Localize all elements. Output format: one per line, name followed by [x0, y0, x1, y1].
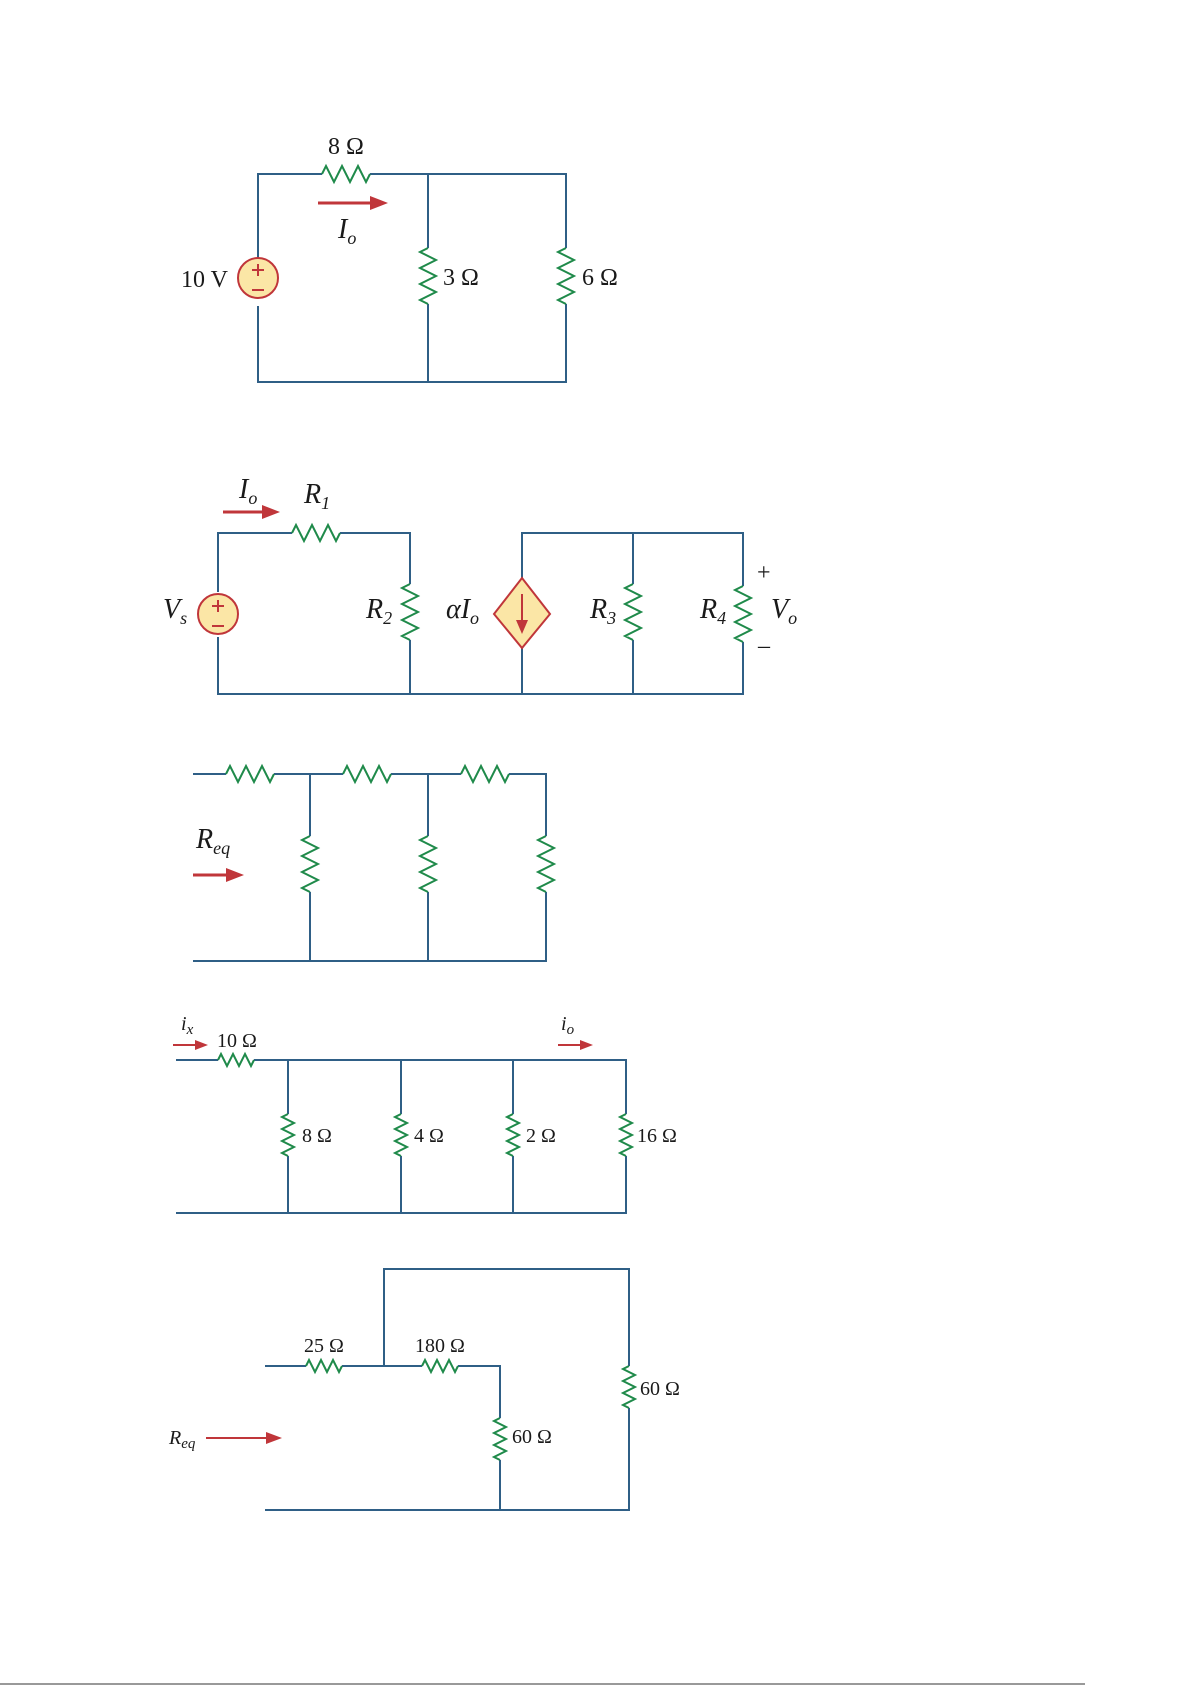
- c4-label-2ohm: 2 Ω: [526, 1125, 556, 1147]
- c5-label-req: Req: [168, 1427, 196, 1452]
- c5-label-60ohm-mid: 60 Ω: [512, 1426, 552, 1448]
- c4-label-8ohm: 8 Ω: [302, 1125, 332, 1147]
- c1-resistor-3: [420, 248, 436, 304]
- c2-resistor-r4: [735, 586, 751, 642]
- c2-wire-top-to-r2: [340, 533, 410, 584]
- c1-label-8ohm: 8 Ω: [328, 134, 364, 160]
- circuit-5: 25 Ω 180 Ω 60 Ω 60 Ω Req: [168, 1269, 680, 1510]
- c3-wire-top-4: [509, 774, 546, 836]
- c3-req-arrow: [193, 868, 244, 882]
- c4-resistor-2: [507, 1114, 519, 1156]
- c4-label-ix: ix: [181, 1013, 194, 1038]
- c5-resistor-180: [422, 1360, 458, 1372]
- c2-label-plus: +: [757, 560, 771, 586]
- c5-wire-bottom: [265, 1408, 629, 1510]
- c1-current-arrow: [318, 196, 388, 210]
- circuit-3: Req: [193, 766, 554, 961]
- c5-label-60ohm-right: 60 Ω: [640, 1378, 680, 1400]
- c5-req-arrow: [206, 1432, 282, 1444]
- c5-label-25ohm: 25 Ω: [304, 1335, 344, 1357]
- c4-label-10ohm: 10 Ω: [217, 1030, 257, 1052]
- c1-wire-bottom: [258, 304, 566, 382]
- c2-label-io: Io: [238, 474, 257, 508]
- c4-resistor-4: [395, 1114, 407, 1156]
- circuit-4: ix io 10 Ω 8 Ω 4 Ω 2 Ω 16 Ω: [173, 1013, 677, 1213]
- c4-resistor-16: [620, 1114, 632, 1156]
- c2-label-r4: R4: [699, 594, 726, 628]
- c1-voltage-source: [238, 258, 278, 298]
- c3-resistor-top-3: [461, 766, 509, 782]
- c2-dependent-current-source: [494, 578, 550, 648]
- c2-label-r3: R3: [589, 594, 616, 628]
- c3-resistor-top-2: [343, 766, 391, 782]
- c1-label-10v: 10 V: [181, 267, 229, 293]
- c4-io-arrow: [558, 1040, 593, 1050]
- c2-label-vo: Vo: [771, 594, 797, 628]
- circuit-1: 8 Ω 3 Ω 6 Ω 10 V Io: [181, 134, 618, 382]
- c1-label-6ohm: 6 Ω: [582, 265, 618, 291]
- circuit-2: Io R1 R2 R3 R4 Vs αIo Vo + –: [163, 474, 797, 694]
- c2-wire-bottom: [218, 637, 743, 694]
- c2-label-vs: Vs: [163, 594, 187, 628]
- c1-label-io: Io: [337, 214, 356, 248]
- c2-resistor-r2: [402, 584, 418, 640]
- c1-resistor-6: [558, 248, 574, 304]
- c5-wire-r180-right: [458, 1366, 500, 1418]
- c4-label-io: io: [561, 1013, 575, 1038]
- c2-label-minus: –: [757, 633, 771, 659]
- c4-resistor-8: [282, 1114, 294, 1156]
- c4-label-16ohm: 16 Ω: [637, 1125, 677, 1147]
- c5-label-180ohm: 180 Ω: [415, 1335, 465, 1357]
- c3-label-req: Req: [195, 824, 230, 858]
- c5-resistor-60-right: [623, 1366, 635, 1408]
- c4-label-4ohm: 4 Ω: [414, 1125, 444, 1147]
- c3-resistor-shunt-2: [420, 836, 436, 892]
- c3-resistor-shunt-1: [302, 836, 318, 892]
- c5-resistor-25: [306, 1360, 342, 1372]
- c2-resistor-r1: [292, 525, 340, 541]
- c4-ix-arrow: [173, 1040, 208, 1050]
- c4-resistor-10: [218, 1054, 254, 1066]
- c3-wire-bottom: [193, 892, 546, 961]
- c3-resistor-top-1: [226, 766, 274, 782]
- c2-wire-left-top: [218, 533, 292, 592]
- c2-voltage-source: [198, 594, 238, 634]
- c2-resistor-r3: [625, 584, 641, 640]
- c1-resistor-8: [322, 166, 370, 182]
- c1-label-3ohm: 3 Ω: [443, 265, 479, 291]
- c1-wire-top-right: [370, 174, 566, 248]
- c5-resistor-60-mid: [494, 1418, 506, 1460]
- c4-wire-top: [254, 1060, 626, 1114]
- c2-label-r1: R1: [303, 479, 330, 513]
- c3-resistor-shunt-3: [538, 836, 554, 892]
- c2-label-r2: R2: [365, 594, 392, 628]
- c2-label-alpha-io: αIo: [446, 594, 479, 628]
